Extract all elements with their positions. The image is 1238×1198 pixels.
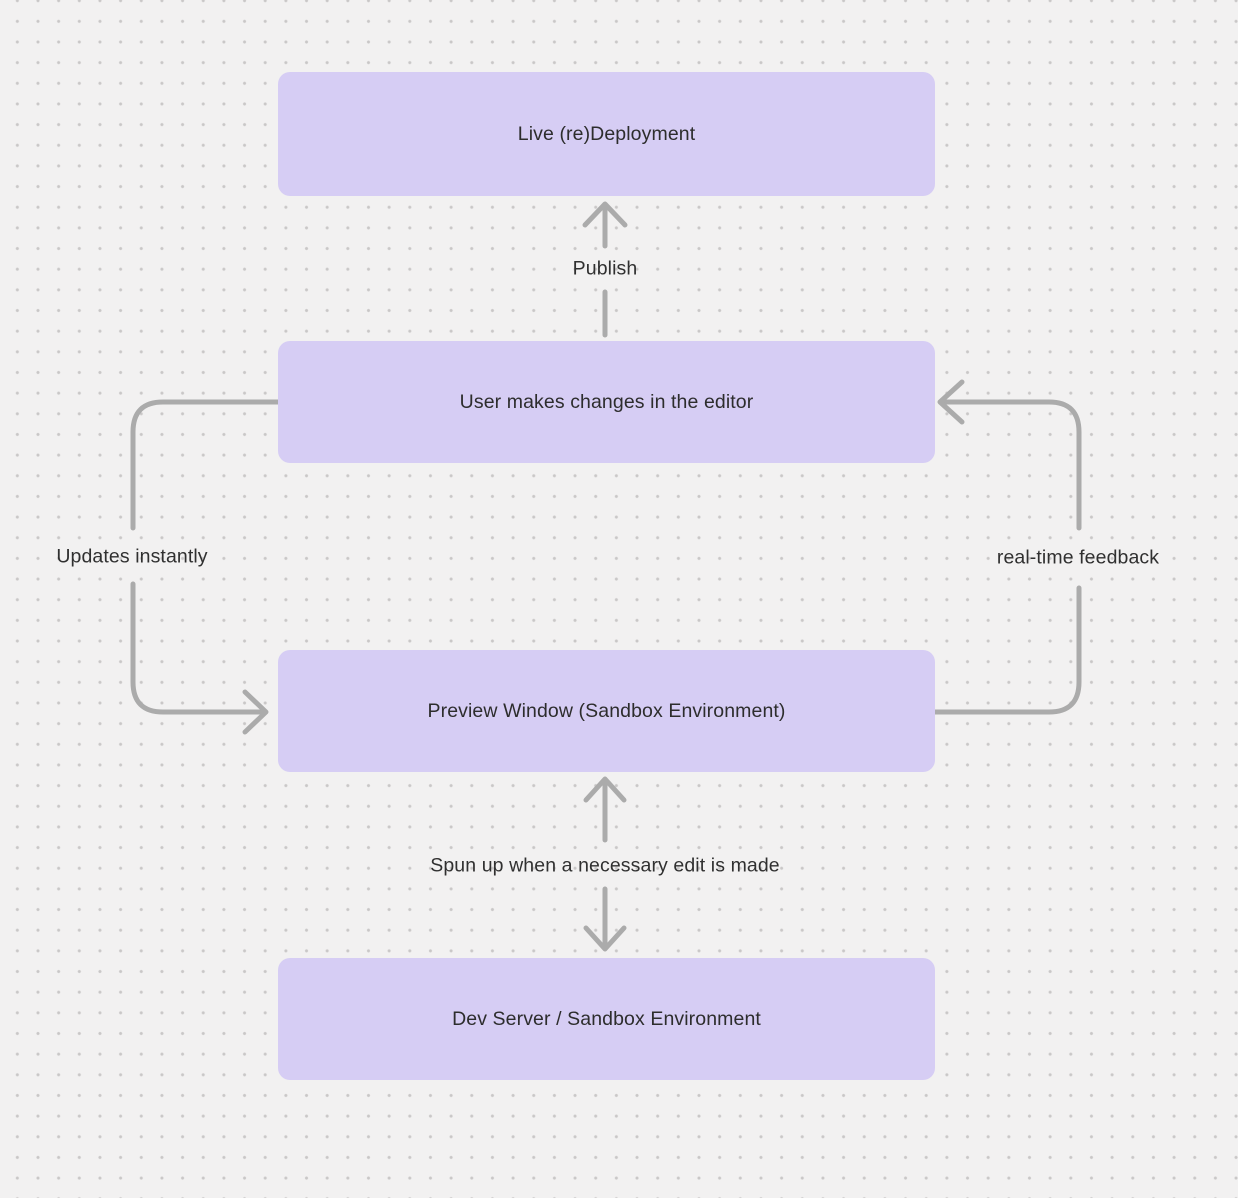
arrowhead-up-icon [583,776,627,803]
edge-label-realtime-feedback: real-time feedback [996,546,1160,569]
node-user-editor: User makes changes in the editor [278,341,935,463]
node-user-editor-label: User makes changes in the editor [459,390,754,413]
arrowhead-down-icon [583,925,627,952]
edge-label-updates-instantly: Updates instantly [56,545,208,568]
edge-feedback-lower-line [932,585,1082,715]
node-live-redeployment: Live (re)Deployment [278,72,935,196]
edge-updates-upper-line [130,399,281,531]
edge-feedback-upper-line [941,399,1082,531]
edge-label-spun-up: Spun up when a necessary edit is made [430,854,780,877]
node-preview-window: Preview Window (Sandbox Environment) [278,650,935,772]
node-dev-server: Dev Server / Sandbox Environment [278,958,935,1080]
edge-updates-lower-line [130,581,264,715]
arrowhead-left-icon [937,379,965,425]
node-dev-server-label: Dev Server / Sandbox Environment [452,1007,761,1030]
edge-label-publish: Publish [572,257,638,280]
arrowhead-right-icon [242,689,269,735]
node-preview-window-label: Preview Window (Sandbox Environment) [427,699,786,722]
arrowhead-up-icon [582,201,628,228]
node-live-redeployment-label: Live (re)Deployment [517,122,696,145]
